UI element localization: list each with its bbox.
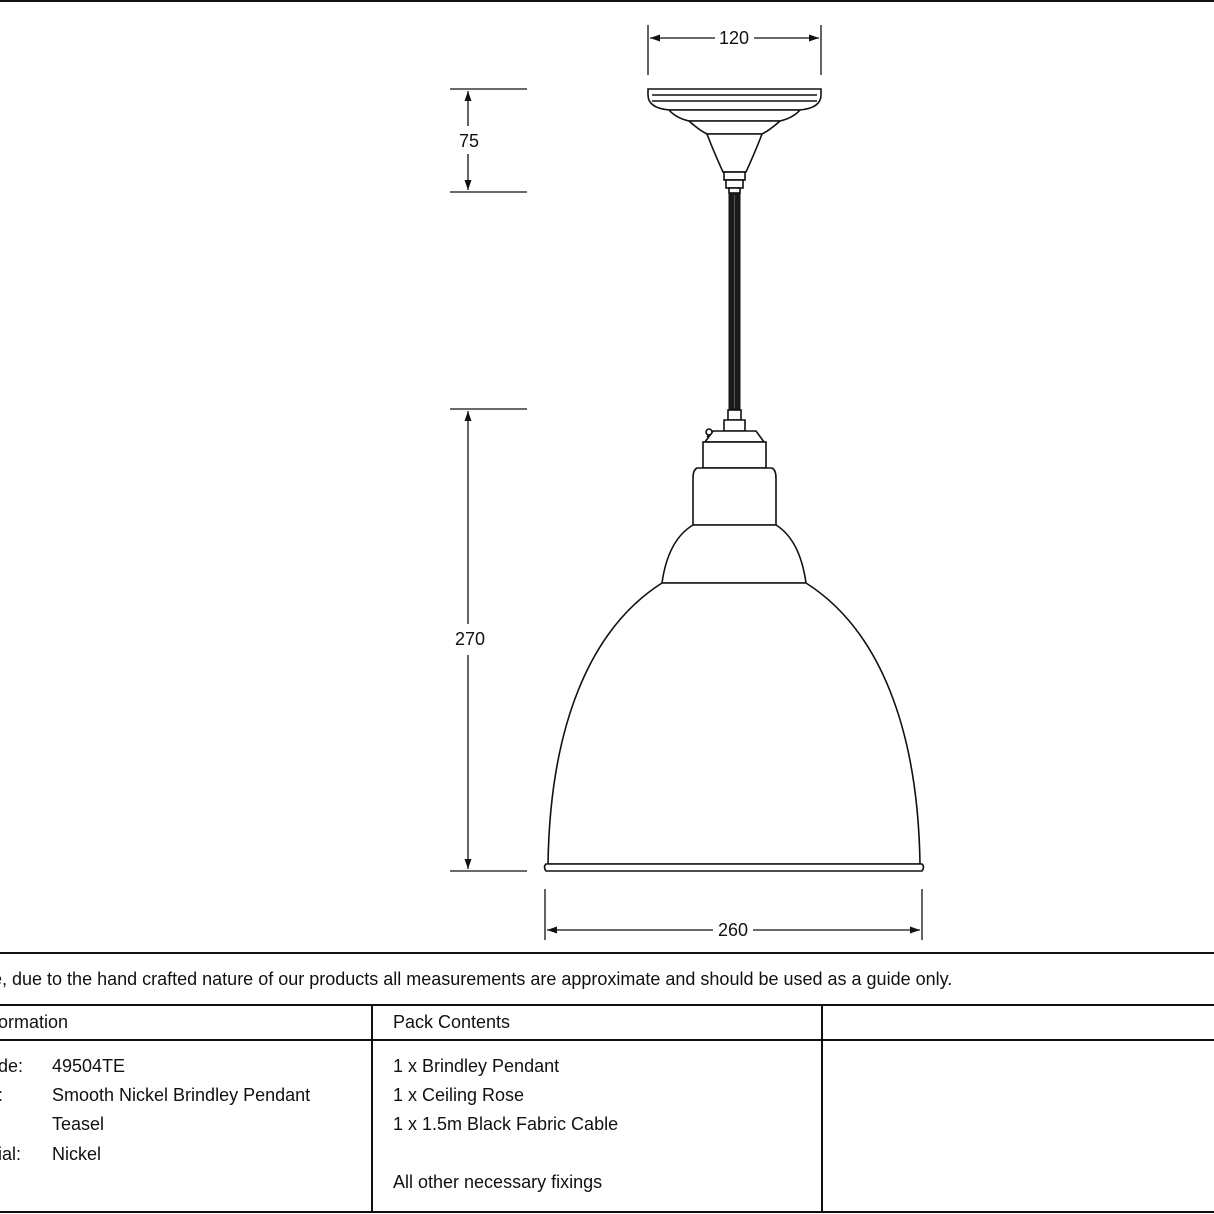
fabric-cable — [728, 192, 741, 411]
info-value-product: Smooth Nickel Brindley Pendant — [52, 1085, 311, 1105]
info-label-product: : — [0, 1084, 3, 1106]
measurement-note: e, due to the hand crafted nature of our… — [0, 969, 953, 989]
ceiling-rose — [647, 88, 822, 194]
dimension-rose-height-label: 75 — [459, 131, 479, 151]
dimension-rose-width — [647, 25, 822, 75]
header-information: ormation — [0, 1012, 69, 1032]
dimension-shade-height — [450, 408, 527, 872]
pack-item: All other necessary fixings — [393, 1172, 603, 1192]
dimension-shade-height-label: 270 — [455, 629, 485, 649]
pack-item: 1 x 1.5m Black Fabric Cable — [393, 1114, 619, 1134]
dimension-shade-width-label: 260 — [718, 920, 748, 940]
pack-item: 1 x Ceiling Rose — [393, 1085, 525, 1105]
dimension-rose-width-label: 120 — [719, 28, 749, 48]
info-label-code: de: — [0, 1056, 24, 1076]
header-pack-contents: Pack Contents — [393, 1012, 511, 1032]
lamp-holder — [692, 409, 777, 526]
info-value-finish: Teasel — [52, 1114, 105, 1134]
info-label-material: ial: — [0, 1144, 22, 1164]
pack-item: 1 x Brindley Pendant — [393, 1056, 560, 1076]
info-value-material: Nickel — [52, 1144, 102, 1164]
pendant-shade — [543, 524, 925, 872]
dimension-shade-width — [544, 889, 923, 940]
info-value-code: 49504TE — [52, 1056, 126, 1076]
dimension-rose-height — [450, 88, 527, 193]
